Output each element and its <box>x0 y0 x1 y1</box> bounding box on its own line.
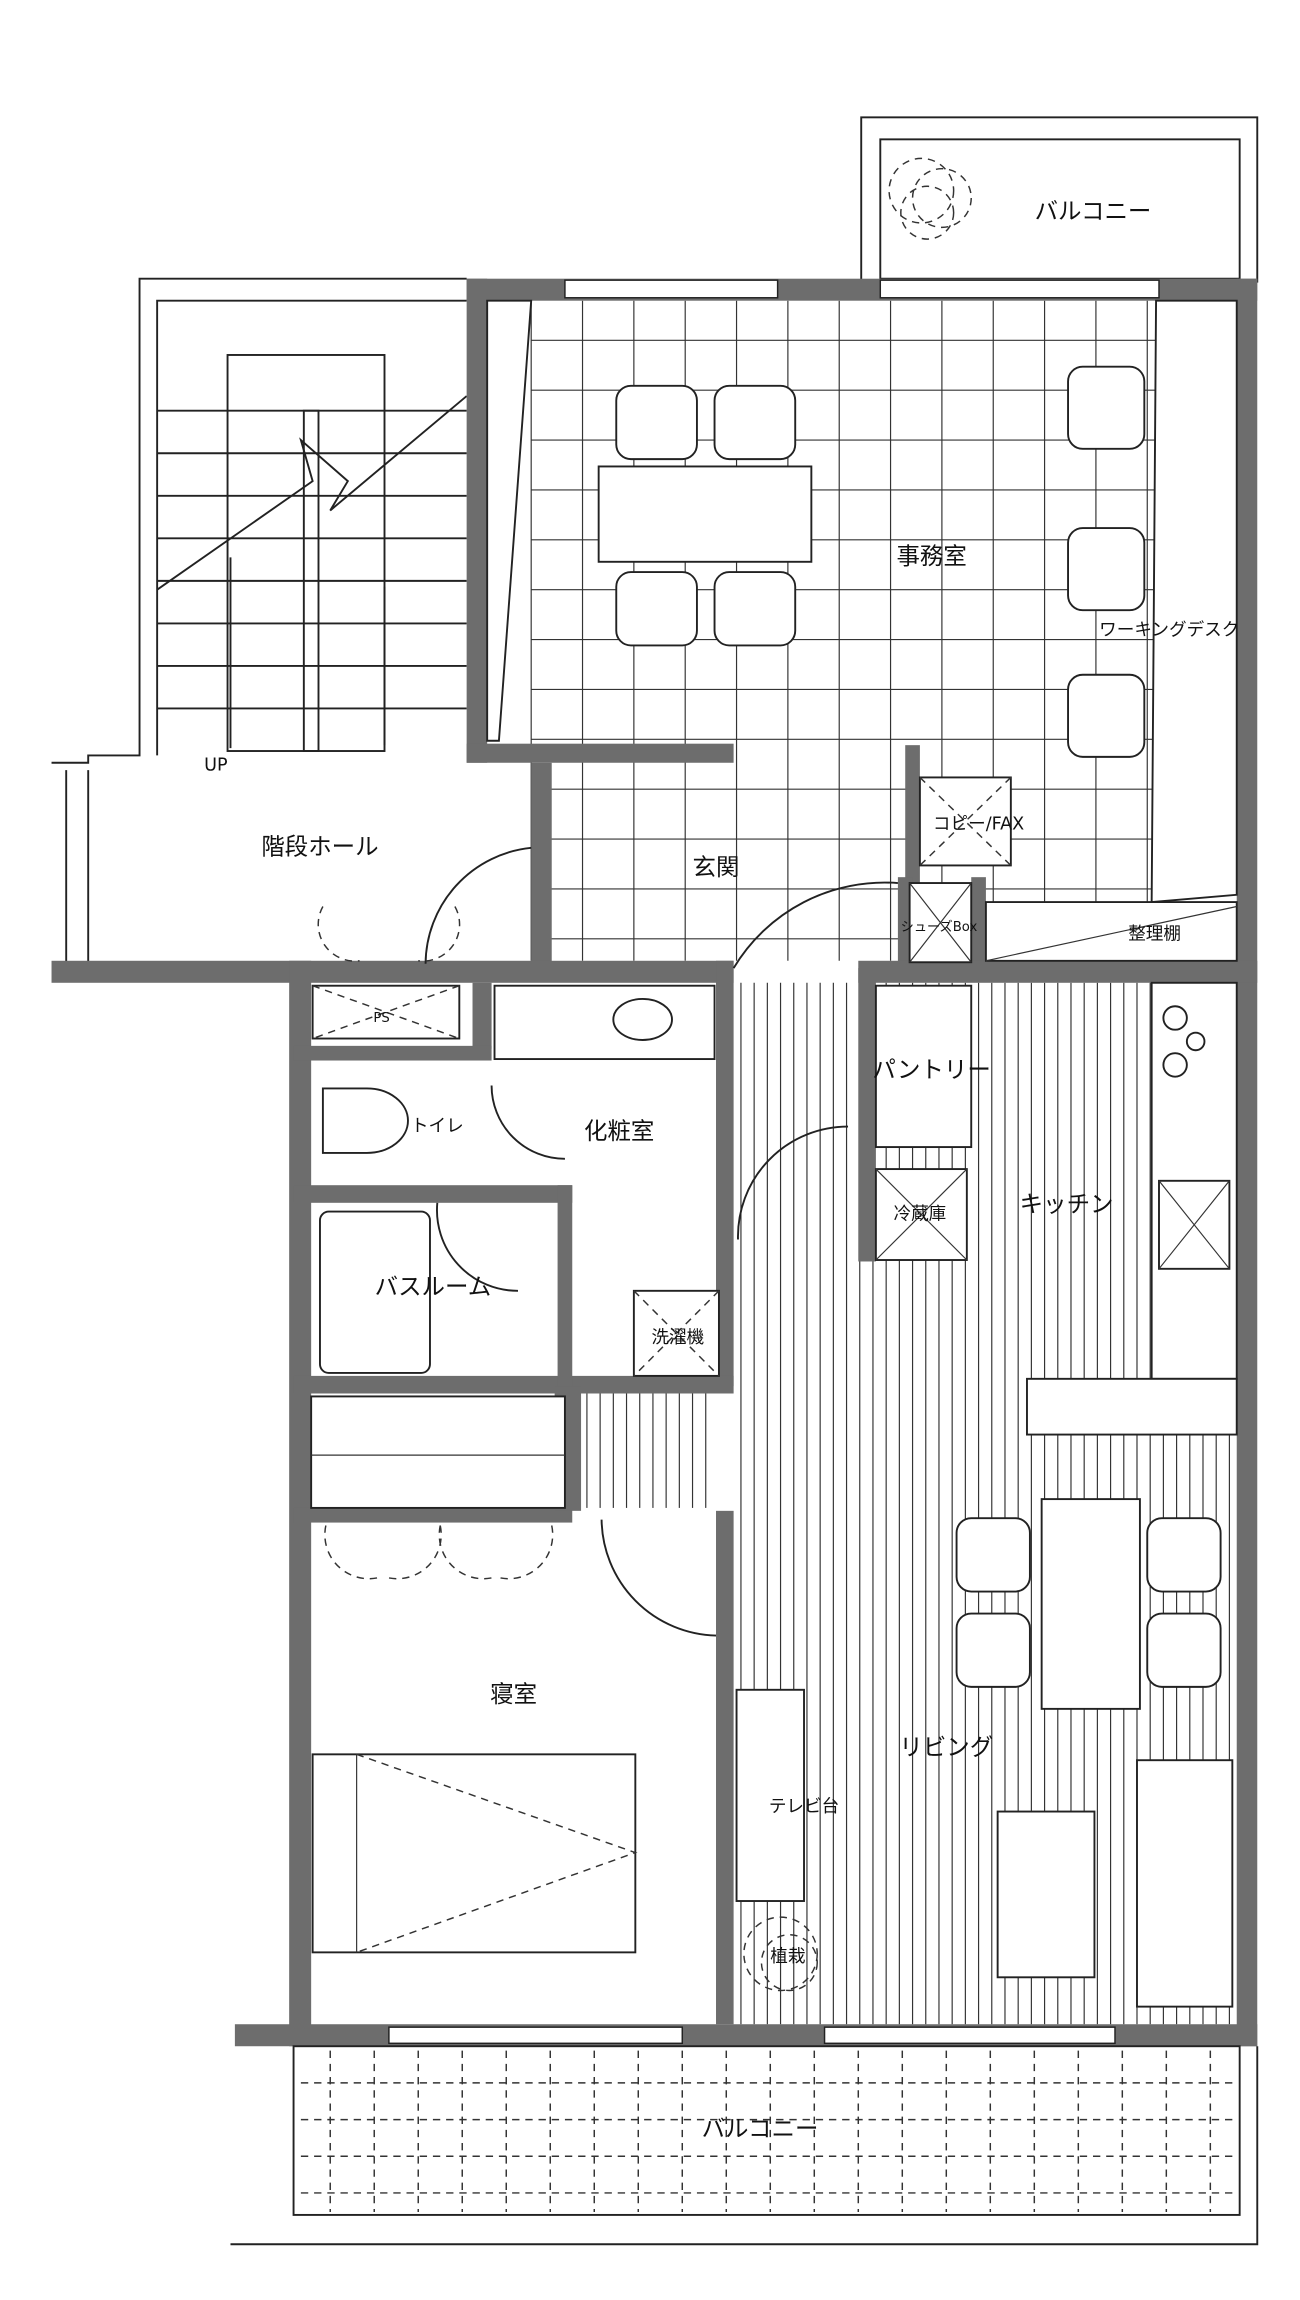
chair <box>713 384 797 461</box>
bottom-balcony <box>230 2045 1259 2246</box>
window <box>388 2026 684 2045</box>
label-powder-room: 化粧室 <box>584 1117 654 1145</box>
label-tv-stand: テレビ台 <box>769 1797 839 1817</box>
label-pantry: パントリー <box>872 1055 990 1083</box>
window <box>564 279 779 299</box>
coffee-table <box>996 1810 1096 1979</box>
copy-fax-box <box>918 776 1012 867</box>
office-furniture <box>486 299 1238 964</box>
tv-stand <box>735 1688 805 1902</box>
sink-icon <box>612 997 673 1041</box>
meeting-table <box>597 465 813 563</box>
wall-shelf <box>486 299 533 742</box>
living-furniture <box>311 1498 1234 2008</box>
doors <box>317 846 898 1637</box>
label-bedroom: 寝室 <box>490 1680 537 1708</box>
chair <box>1067 365 1146 450</box>
label-washer: 洗濯機 <box>651 1328 704 1348</box>
label-shoe-box: シューズBox <box>901 919 978 935</box>
sofa <box>1136 1759 1234 2008</box>
chair <box>955 1612 1031 1688</box>
label-balcony-top: バルコニー <box>1035 197 1152 225</box>
window <box>823 2026 1116 2045</box>
label-balcony-bottom: バルコニー <box>702 2114 819 2142</box>
chair <box>615 571 698 647</box>
dining-table <box>1040 1498 1141 1710</box>
label-working-desk: ワーキングデスク <box>1099 620 1239 641</box>
fixtures <box>310 981 1238 1509</box>
bed <box>311 1753 637 1954</box>
counter-bar <box>1026 1377 1238 1436</box>
label-plants: 植栽 <box>770 1947 805 1967</box>
balcony-tiles <box>300 2050 1237 2212</box>
vanity <box>493 984 716 1061</box>
label-bathroom: バスルーム <box>375 1272 492 1300</box>
toilet-icon <box>321 1087 409 1154</box>
label-toilet: トイレ <box>411 1117 464 1137</box>
pantry-shelf <box>874 984 973 1149</box>
label-copy-fax: コピー/FAX <box>933 814 1024 834</box>
chair <box>1067 527 1146 612</box>
label-ps: PS <box>373 1011 389 1026</box>
working-desk <box>1150 299 1238 904</box>
plant-icon <box>888 157 972 240</box>
label-shelf: 整理棚 <box>1128 924 1181 944</box>
stove-icon <box>1162 1005 1206 1078</box>
closet <box>310 1395 566 1509</box>
chair <box>955 1517 1031 1593</box>
label-up: UP <box>204 756 228 776</box>
label-office: 事務室 <box>896 542 966 570</box>
label-stair-hall: 階段ホール <box>261 832 378 860</box>
chair <box>713 571 797 647</box>
plant-icon <box>743 1916 818 1992</box>
chair <box>1067 673 1146 758</box>
label-kitchen: キッチン <box>1020 1190 1114 1218</box>
storage-shelf <box>984 901 1238 962</box>
room-labels: バルコニー 事務室 ワーキングデスク UP 階段ホール 玄関 コピー/FAX シ… <box>204 197 1239 2142</box>
bathtub <box>319 1210 431 1374</box>
label-entrance: 玄関 <box>693 853 740 881</box>
label-living: リビング <box>899 1733 993 1761</box>
chair <box>1146 1517 1222 1593</box>
walls <box>51 278 1258 2047</box>
chair <box>615 384 698 461</box>
chair <box>1146 1612 1222 1688</box>
staircase <box>51 277 468 969</box>
label-fridge: 冷蔵庫 <box>893 1205 946 1225</box>
ps-shaft <box>311 984 461 1040</box>
stair-steps <box>157 409 467 710</box>
window <box>879 279 1160 299</box>
